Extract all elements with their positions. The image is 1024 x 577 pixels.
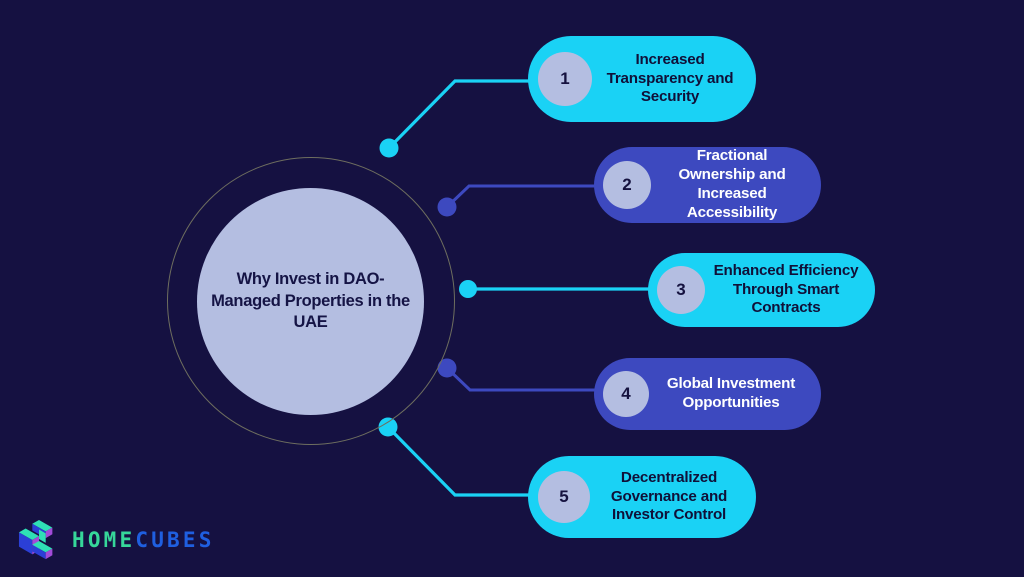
item-number-badge-2: 2	[603, 161, 651, 209]
center-outer-ring	[167, 157, 455, 445]
connector-line-1	[387, 79, 541, 150]
connector-node-3	[459, 280, 477, 298]
item-label-4: Global Investment Opportunities	[666, 375, 796, 411]
item-pill-2[interactable]: 2 Fractional Ownership and Increased Acc…	[594, 147, 821, 223]
item-label-3: Enhanced Efficiency Through Smart Contra…	[713, 261, 859, 317]
brand-word-home: HOME	[72, 528, 136, 552]
connector-node-1	[379, 138, 399, 158]
item-pill-5[interactable]: 5 Decentralized Governance and Investor …	[528, 456, 756, 538]
item-number-badge-1: 1	[538, 52, 592, 106]
item-label-2: Fractional Ownership and Increased Acces…	[678, 147, 786, 221]
center-title: Why Invest in DAO-Managed Properties in …	[211, 269, 410, 332]
item-number-badge-3: 3	[657, 266, 705, 314]
item-pill-4[interactable]: 4 Global Investment Opportunities	[594, 358, 821, 430]
brand-logo[interactable]: HOMECUBES	[18, 518, 215, 562]
item-number-badge-5: 5	[538, 471, 590, 523]
center-circle: Why Invest in DAO-Managed Properties in …	[197, 188, 424, 415]
connector-line-4	[445, 366, 606, 392]
connector-line-5	[386, 425, 541, 497]
connector-line-2	[445, 184, 606, 209]
cube-logo-icon	[18, 519, 53, 560]
brand-wordmark: HOMECUBES	[72, 528, 215, 552]
item-label-5: Decentralized Governance and Investor Co…	[610, 468, 728, 524]
item-label-1: Increased Transparency and Security	[606, 50, 734, 106]
item-pill-3[interactable]: 3 Enhanced Efficiency Through Smart Cont…	[648, 253, 875, 327]
brand-word-cubes: CUBES	[135, 528, 215, 552]
connector-node-2	[437, 197, 457, 217]
item-pill-1[interactable]: 1 Increased Transparency and Security	[528, 36, 756, 122]
item-number-badge-4: 4	[603, 371, 649, 417]
